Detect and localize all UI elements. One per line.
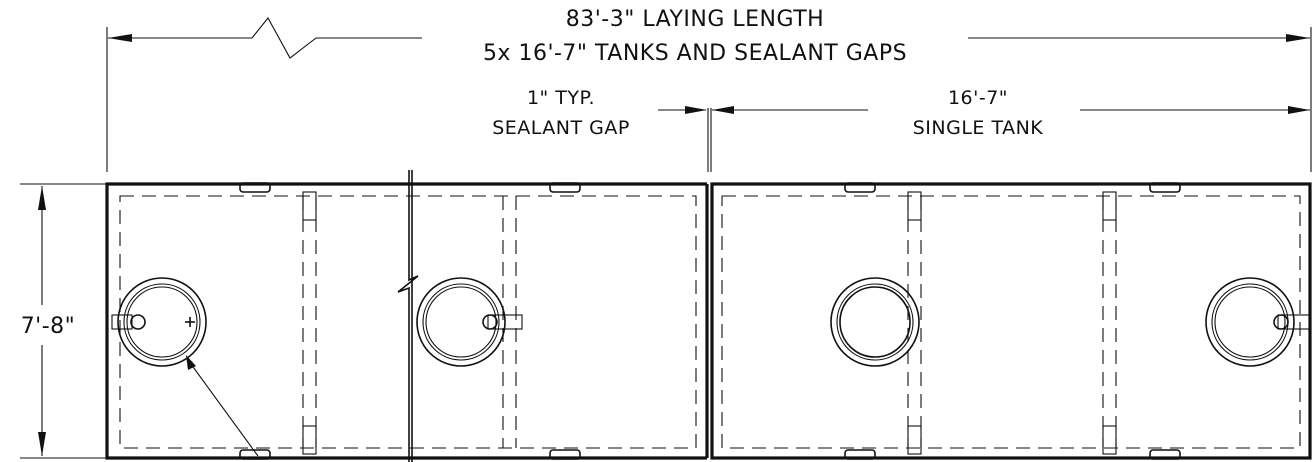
- tank-right-lift-insert-top-1: [844, 182, 876, 193]
- manhole-2: [416, 277, 523, 367]
- tank-right-lift-insert-bottom-1: [844, 449, 876, 460]
- tank-right-rib-2-cap-bottom: [1102, 425, 1117, 455]
- manhole-3: [830, 277, 920, 367]
- outlet-pipe-4: [1273, 314, 1289, 330]
- sealant-gap-dimension: 1" TYP. SEALANT GAP: [492, 87, 712, 172]
- width-arrowhead-top: [38, 186, 46, 210]
- tank-right: [710, 182, 1312, 460]
- tank-left-rib-cap-top: [302, 191, 317, 221]
- outlet-pipe-2: [482, 314, 498, 330]
- manhole-1: [111, 277, 207, 367]
- laying-length-label: 83'-3" LAYING LENGTH: [566, 7, 824, 32]
- inlet-pipe-1: [130, 314, 146, 330]
- width-dimension: 7'-8": [20, 183, 106, 459]
- single-tank-dimension: 16'-7" SINGLE TANK: [712, 87, 1310, 139]
- tank-left-inner-wall: [119, 195, 697, 449]
- sealant-gap-label: 1" TYP.: [527, 87, 595, 109]
- tank-right-rib-1-cap-top: [907, 191, 922, 221]
- arrowhead-right: [1286, 34, 1310, 42]
- tank-left-lift-insert-bottom-2: [549, 449, 581, 460]
- laying-length-sublabel: 5x 16'-7" TANKS AND SEALANT GAPS: [483, 41, 907, 66]
- tank-left-outer-wall: [105, 182, 707, 460]
- tank-left-break-line-top: [397, 170, 419, 462]
- manhole-leader-line: [187, 359, 259, 457]
- manhole-leader-arrowhead: [186, 355, 196, 370]
- tank-left: [105, 170, 709, 462]
- tank-right-lift-insert-top-2: [1149, 182, 1181, 193]
- tank-right-lift-insert-bottom-2: [1149, 449, 1181, 460]
- sealant-gap-arrowhead: [685, 106, 707, 114]
- tank-left-lift-insert-top-2: [549, 182, 581, 193]
- tank-left-rib-cap-bottom: [302, 425, 317, 455]
- tank-right-rib-1-cap-bottom: [907, 425, 922, 455]
- sealant-gap-sublabel: SEALANT GAP: [492, 117, 630, 139]
- tank-right-inner-wall: [721, 195, 1301, 449]
- laying-length-dim-line-left: [108, 17, 422, 59]
- single-tank-arrowhead-left: [712, 106, 734, 114]
- arrowhead-left: [108, 34, 132, 42]
- tank-left-lift-insert-top-1: [239, 182, 271, 193]
- tank-left-lift-insert-bottom-1: [239, 449, 271, 460]
- single-tank-sublabel: SINGLE TANK: [913, 117, 1044, 139]
- manhole-4: [1205, 277, 1311, 367]
- tank-right-outer-wall: [710, 182, 1312, 460]
- single-tank-label: 16'-7": [948, 87, 1008, 109]
- single-tank-arrowhead-right: [1288, 106, 1310, 114]
- tank-right-rib-2-cap-top: [1102, 191, 1117, 221]
- width-arrowhead-bottom: [38, 432, 46, 456]
- width-label: 7'-8": [21, 314, 76, 339]
- laying-length-dimension: 83'-3" LAYING LENGTH 5x 16'-7" TANKS AND…: [106, 7, 1312, 172]
